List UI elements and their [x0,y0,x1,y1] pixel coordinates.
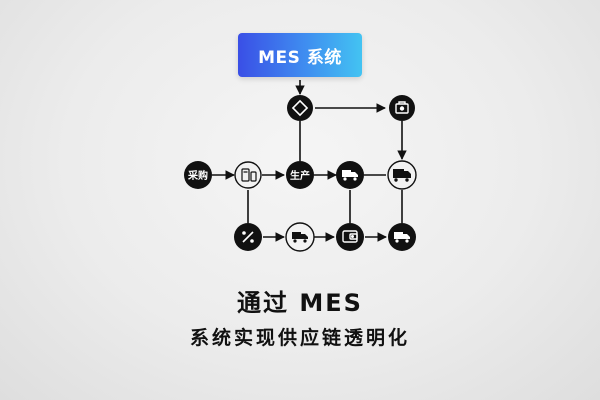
percent-icon [242,231,254,243]
diamond-icon [291,99,309,117]
production-label: 生产 [290,169,310,182]
production-node: 生产 [286,161,314,189]
purchase-label: 采购 [187,169,208,182]
van-node [387,160,417,190]
delivery-truck-icon [394,232,410,243]
purchase-node: 采购 [184,161,212,189]
device-icon [241,168,257,182]
van-icon [393,169,411,182]
percent-node [234,223,262,251]
delivery-node [388,223,416,251]
wallet-icon [342,230,358,243]
mes-system-box: MES 系统 [238,33,362,77]
caption-line-1: 通过 MES [237,289,363,317]
bag-node [389,95,415,121]
connectors [212,80,407,242]
device-node [234,161,262,189]
diamond-node [287,95,313,121]
bag-icon [395,101,409,114]
truck-outline-icon [292,232,308,243]
light-truck-node [285,222,315,252]
wallet-node [336,223,364,251]
truck-icon [342,170,358,181]
caption-line-2: 系统实现供应链透明化 [189,327,410,349]
truck-node [336,161,364,189]
